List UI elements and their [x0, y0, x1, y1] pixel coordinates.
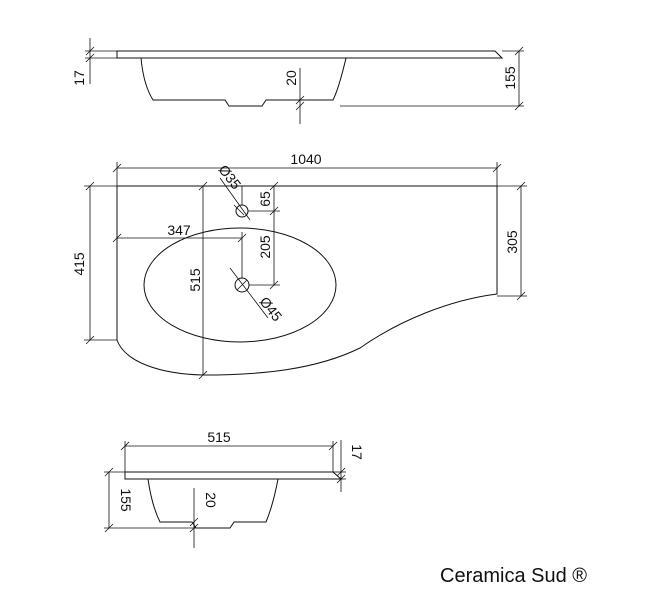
- top-bowl-offset-label: 347: [167, 222, 191, 238]
- side-view-bowl: [140, 57, 347, 107]
- top-length-label: 1040: [290, 151, 321, 167]
- brand-label: Ceramica Sud ®: [440, 565, 588, 587]
- top-tap-offset-label: 65: [257, 191, 273, 207]
- side-view: 17 20 155: [71, 38, 524, 124]
- side-thickness-label: 17: [71, 70, 87, 86]
- side-bowl-bottom-label: 20: [283, 70, 299, 86]
- top-view-outline: [116, 185, 498, 376]
- front-thickness-label: 17: [349, 444, 365, 460]
- front-width-label: 515: [207, 429, 231, 445]
- front-view: 515 17 20 155: [104, 429, 365, 548]
- front-view-slab: [124, 471, 343, 480]
- top-depth-label: 415: [71, 252, 87, 276]
- top-bowl-depth-label: 515: [187, 268, 203, 292]
- front-height-label: 155: [118, 488, 134, 512]
- side-view-slab: [116, 50, 504, 59]
- top-view-bowl: [143, 227, 337, 343]
- front-bowl-bottom-label: 20: [203, 492, 219, 508]
- top-tap-drain-label: 205: [257, 235, 273, 259]
- front-view-bowl: [147, 478, 279, 529]
- top-tap-diameter-label: Ø35: [215, 162, 244, 193]
- side-height-label: 155: [502, 66, 518, 90]
- top-right-depth-label: 305: [504, 230, 520, 254]
- top-view: 1040 415 305 347 65 205: [71, 151, 527, 380]
